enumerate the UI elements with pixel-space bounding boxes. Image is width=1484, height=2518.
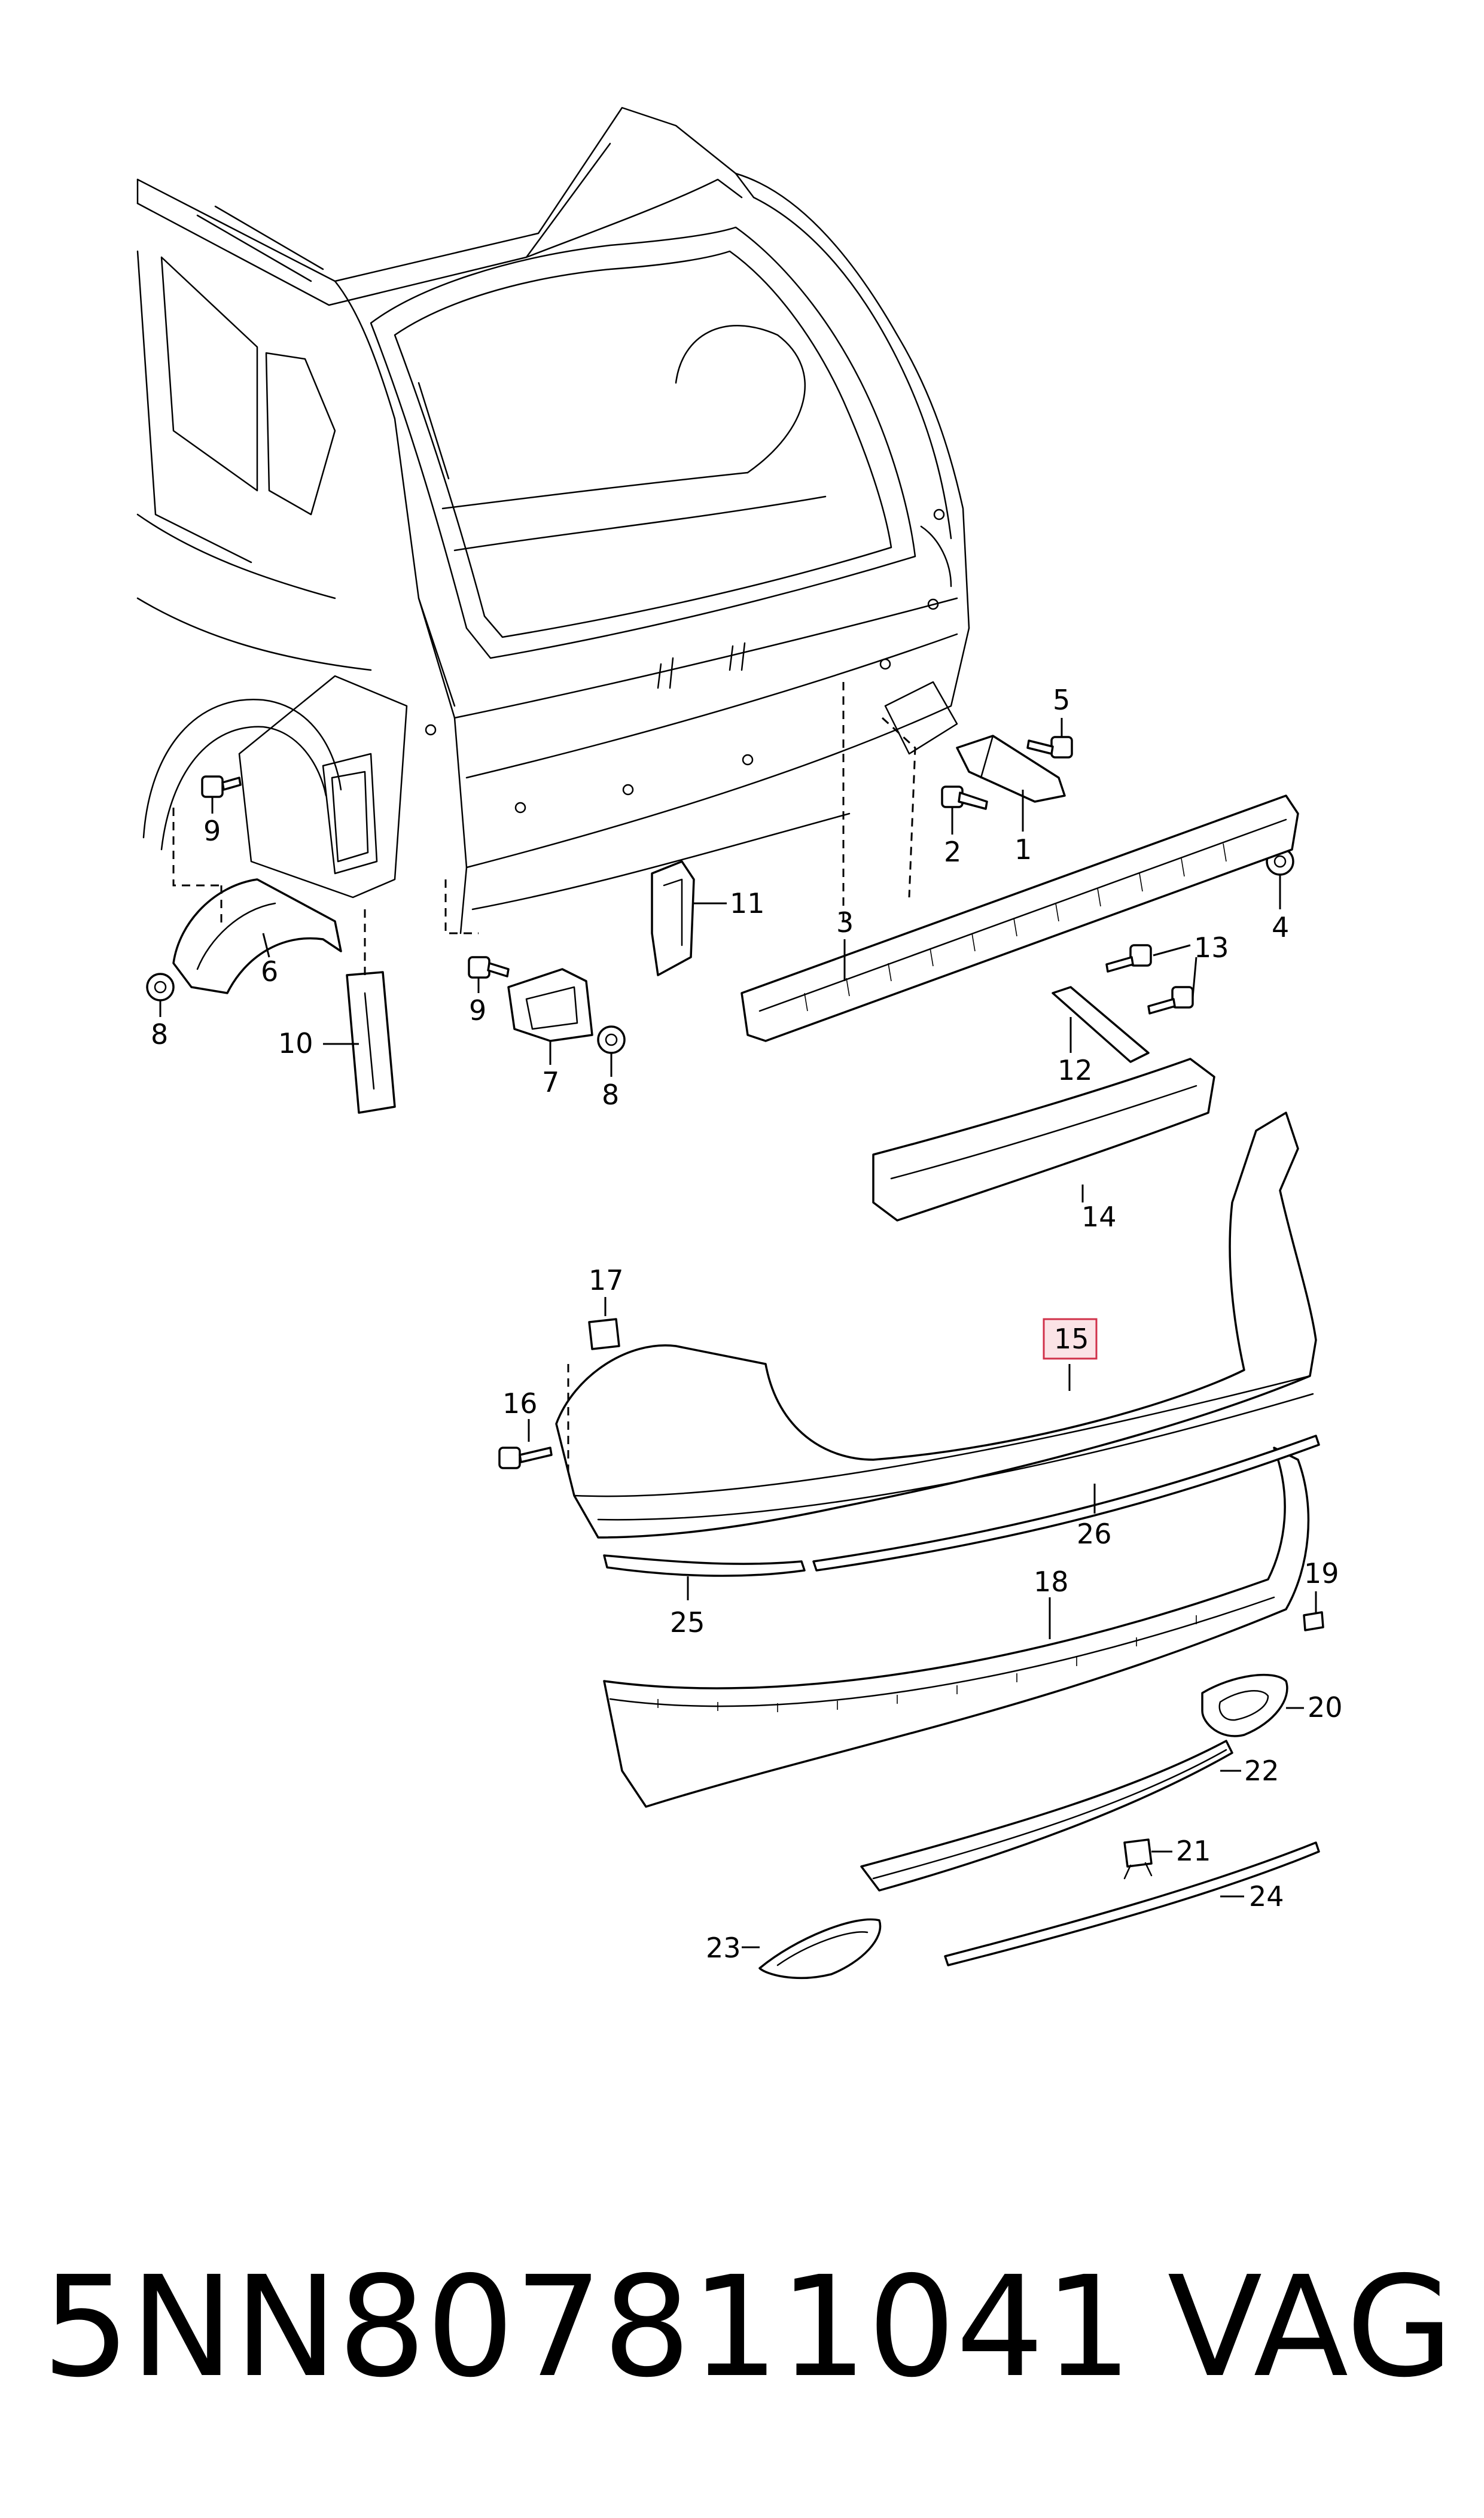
part-10-guide-profile [346,971,396,1114]
part-19-clip [1303,1611,1324,1631]
callout-12: 12 [1058,1054,1093,1086]
callout-6: 6 [261,955,278,988]
callout-8: 8 [602,1079,619,1111]
callout-23: 23 [706,1932,741,1964]
part-13-screw-lower [1147,986,1194,1015]
part-18-lower-section [603,1447,1310,1808]
callout-24: 24 [1249,1880,1284,1913]
part-25-strip [603,1554,806,1577]
brand-label: VAG [1167,2246,1453,2408]
part-3-bumper-carrier [741,794,1299,1042]
callout-18: 18 [1034,1566,1069,1598]
part-24-trim-strip [944,1841,1320,1966]
part-13-screw-upper [1105,944,1152,973]
callout-4: 4 [1272,911,1289,943]
part-23-exhaust-trim-left [758,1918,882,1980]
part-number: 5NN807811041 [42,2246,1133,2408]
part-7-mounting-bracket [507,968,593,1042]
part-5-screw [1026,736,1073,759]
callout-25: 25 [670,1606,705,1639]
part-8-nut-left [146,973,175,1001]
callout-9: 9 [203,815,221,847]
part-9-screw-center [468,956,510,979]
part-16-screw [498,1447,553,1469]
callout-9: 9 [469,994,486,1027]
vehicle-body-illustration [136,106,970,934]
callout-11: 11 [730,887,765,919]
callout-10: 10 [278,1027,313,1059]
callout-13: 13 [1194,931,1229,964]
part-2-screw [941,785,988,810]
callout-3: 3 [836,906,854,939]
highlight-box [1043,1318,1098,1360]
callout-5: 5 [1053,684,1070,716]
callout-1: 1 [1014,833,1032,866]
part-8-nut-center [597,1025,626,1054]
callout-21: 21 [1176,1835,1211,1867]
callout-17: 17 [589,1264,624,1296]
part-17-clip [588,1318,620,1350]
part-12-holder [1052,986,1150,1063]
footer: 5NN807811041 VAG [42,2249,1453,2405]
callout-14: 14 [1081,1201,1117,1233]
callout-22: 22 [1244,1755,1279,1787]
callout-7: 7 [542,1066,559,1098]
callout-leader-lines [159,718,1317,1948]
part-21-clip [1123,1838,1153,1880]
callout-15: 15 [1054,1323,1089,1355]
part-1-bracket [956,735,1066,803]
part-15-bumper-cover [555,1112,1317,1539]
callout-20: 20 [1308,1691,1343,1724]
part-11-bracket [651,860,695,976]
part-22-diffuser [860,1740,1233,1892]
callout-8: 8 [151,1018,168,1051]
callout-26: 26 [1077,1518,1112,1550]
part-14-energy-absorber [872,1058,1215,1222]
part-6-side-bracket [172,878,342,994]
callout-labels: 1 2 3 4 5 6 7 8 8 9 9 10 11 12 13 14 15 … [151,684,1343,1964]
part-20-exhaust-trim-right [1201,1673,1288,1737]
part-9-screw-left [201,775,242,798]
callout-19: 19 [1304,1557,1339,1590]
assembly-guide-lines [172,682,916,1478]
callout-2: 2 [944,836,961,868]
part-26-strip [812,1435,1320,1572]
callout-16: 16 [502,1387,538,1420]
